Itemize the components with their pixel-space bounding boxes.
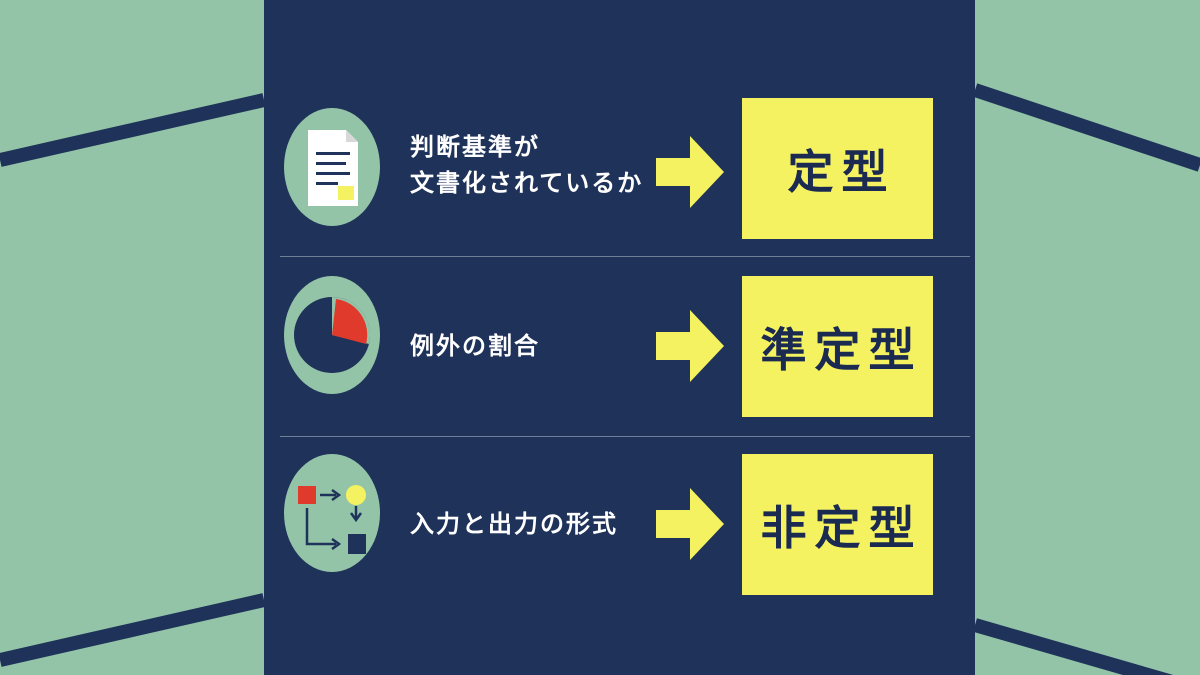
row-divider: [280, 256, 970, 257]
right-arrow-icon: [656, 136, 724, 208]
document-icon: [284, 108, 380, 226]
result-label: 非定型: [760, 500, 923, 555]
row-divider: [280, 436, 970, 437]
criteria-row-io-format: 入力と出力の形式 非定型: [264, 454, 975, 614]
result-box-hiteikei: 非定型: [742, 454, 933, 595]
right-arrow-icon: [656, 488, 724, 560]
result-box-juntekei: 準定型: [742, 276, 933, 417]
result-box-teikei: 定型: [742, 98, 933, 239]
result-label: 定型: [787, 144, 896, 199]
pie-chart-icon: [284, 276, 380, 394]
criteria-label: 入力と出力の形式: [410, 510, 618, 538]
result-label: 準定型: [760, 322, 923, 377]
criteria-label: 例外の割合: [410, 332, 540, 360]
right-arrow-icon: [656, 310, 724, 382]
criteria-label: 判断基準が 文書化されているか: [410, 133, 644, 197]
criteria-row-exception-ratio: 例外の割合 準定型: [264, 274, 975, 434]
flow-diagram-icon: [284, 454, 380, 572]
criteria-row-documented: 判断基準が 文書化されているか 定型: [264, 92, 975, 252]
